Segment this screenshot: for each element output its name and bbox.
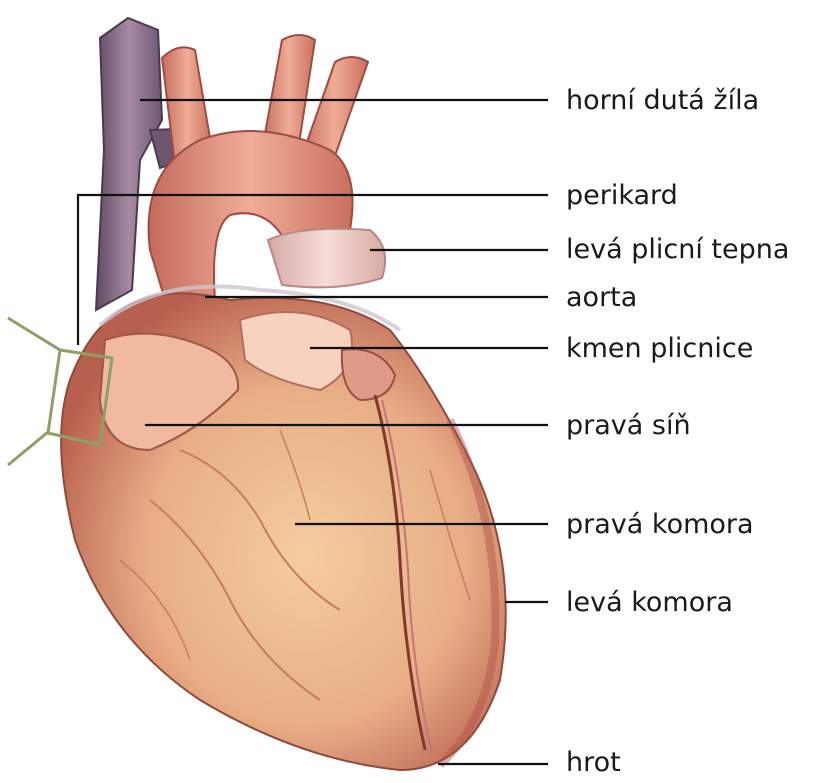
inset-line-bottom bbox=[8, 432, 48, 465]
label-leva-plicni-tepna: levá plicní tepna bbox=[566, 235, 789, 265]
left-pulmonary-artery bbox=[268, 229, 385, 288]
label-aorta: aorta bbox=[566, 283, 637, 313]
label-hrot: hrot bbox=[566, 748, 621, 778]
superior-vena-cava bbox=[96, 18, 162, 310]
label-kmen-plicnice: kmen plicnice bbox=[566, 334, 753, 364]
label-prava-komora: pravá komora bbox=[566, 510, 754, 540]
label-leva-komora: levá komora bbox=[566, 588, 733, 618]
label-horni-duta-zila: horní dutá žíla bbox=[566, 86, 759, 116]
label-prava-sin: pravá síň bbox=[566, 411, 691, 441]
label-perikard: perikard bbox=[566, 181, 678, 211]
inset-line-top bbox=[8, 318, 60, 350]
